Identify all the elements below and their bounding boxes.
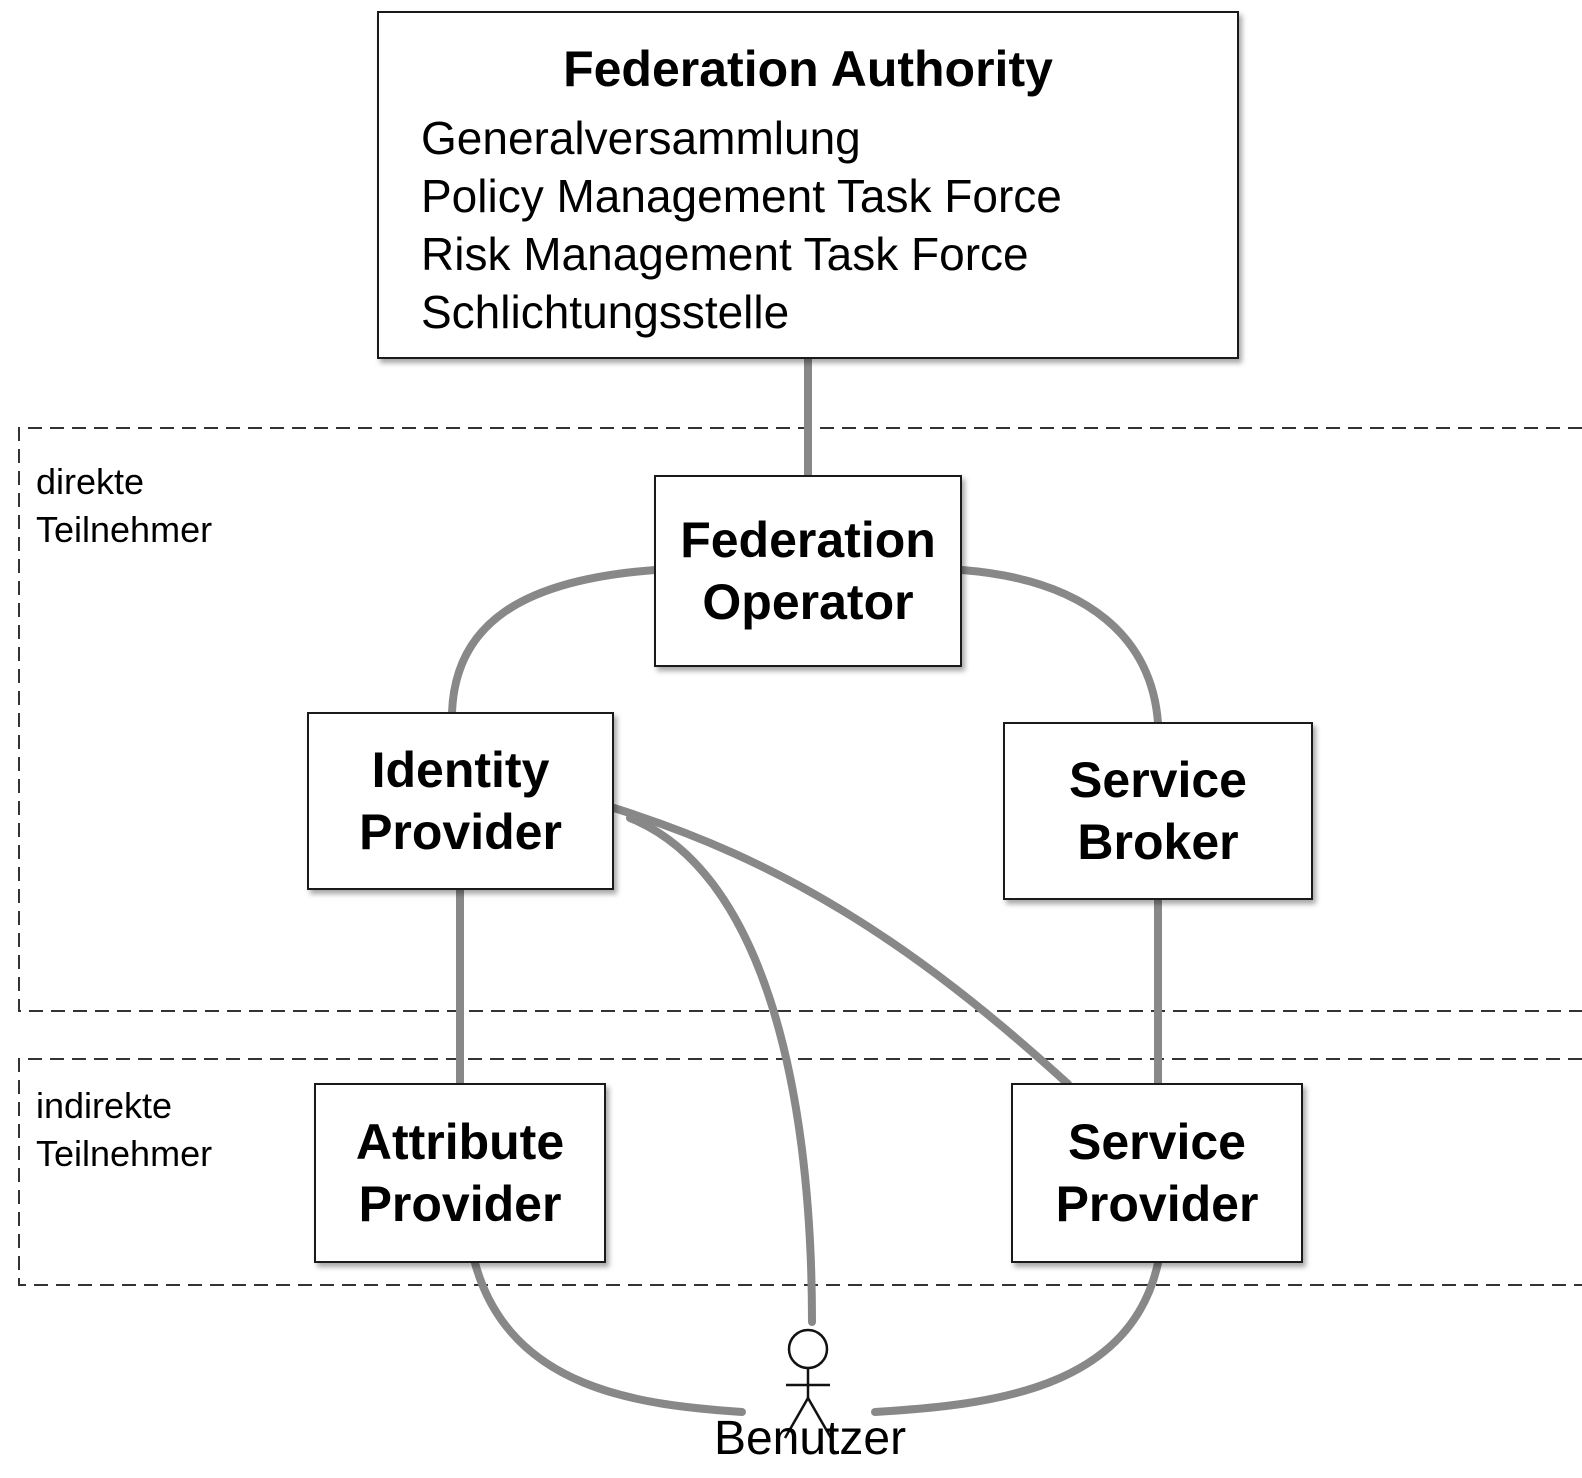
connector-operator-identity	[448, 566, 659, 717]
connector-operator-broker	[958, 566, 1162, 727]
direct-participants-frame	[18, 427, 1582, 1012]
connector-identity-service-provider	[610, 804, 1072, 1088]
authority-item: Schlichtungsstelle	[421, 286, 790, 338]
federation-authority-box: Federation Authority Generalversammlung …	[377, 11, 1239, 359]
indirect-participants-label: indirekte Teilnehmer	[36, 1085, 213, 1174]
node-label-line: Service	[1068, 1114, 1246, 1170]
user-figure-icon	[783, 1328, 833, 1439]
node-label-line: Attribute	[355, 1114, 565, 1170]
authority-item: Policy Management Task Force	[421, 170, 1062, 222]
federation-authority-title: Federation Authority	[563, 41, 1053, 97]
node-label-line: Federation	[680, 512, 936, 568]
user-label: Benutzer	[713, 1412, 907, 1465]
node-label-line: Service	[1069, 752, 1247, 808]
authority-item: Generalversammlung	[421, 112, 861, 164]
connector-attribute-user	[471, 1259, 746, 1416]
node-label-line: Operator	[702, 574, 914, 630]
service-provider-box: Service Provider	[1011, 1083, 1303, 1263]
direct-participants-label: direkte Teilnehmer	[36, 461, 213, 550]
identity-provider-box: Identity Provider	[307, 712, 614, 890]
service-broker-box: Service Broker	[1003, 722, 1313, 900]
indirect-participants-frame	[18, 1058, 1582, 1286]
node-label-line: Broker	[1077, 814, 1239, 870]
connector-service-provider-user	[871, 1259, 1162, 1416]
connector-identity-user	[626, 814, 816, 1326]
node-label-line: Identity	[371, 742, 550, 798]
attribute-provider-box: Attribute Provider	[314, 1083, 606, 1263]
node-label-line: Provider	[1055, 1176, 1259, 1232]
node-label-line: Provider	[358, 1176, 562, 1232]
federation-operator-box: Federation Operator	[654, 475, 962, 667]
federation-authority-list: Generalversammlung Policy Management Tas…	[421, 109, 1062, 341]
authority-item: Risk Management Task Force	[421, 228, 1029, 280]
node-label-line: Provider	[359, 804, 562, 860]
